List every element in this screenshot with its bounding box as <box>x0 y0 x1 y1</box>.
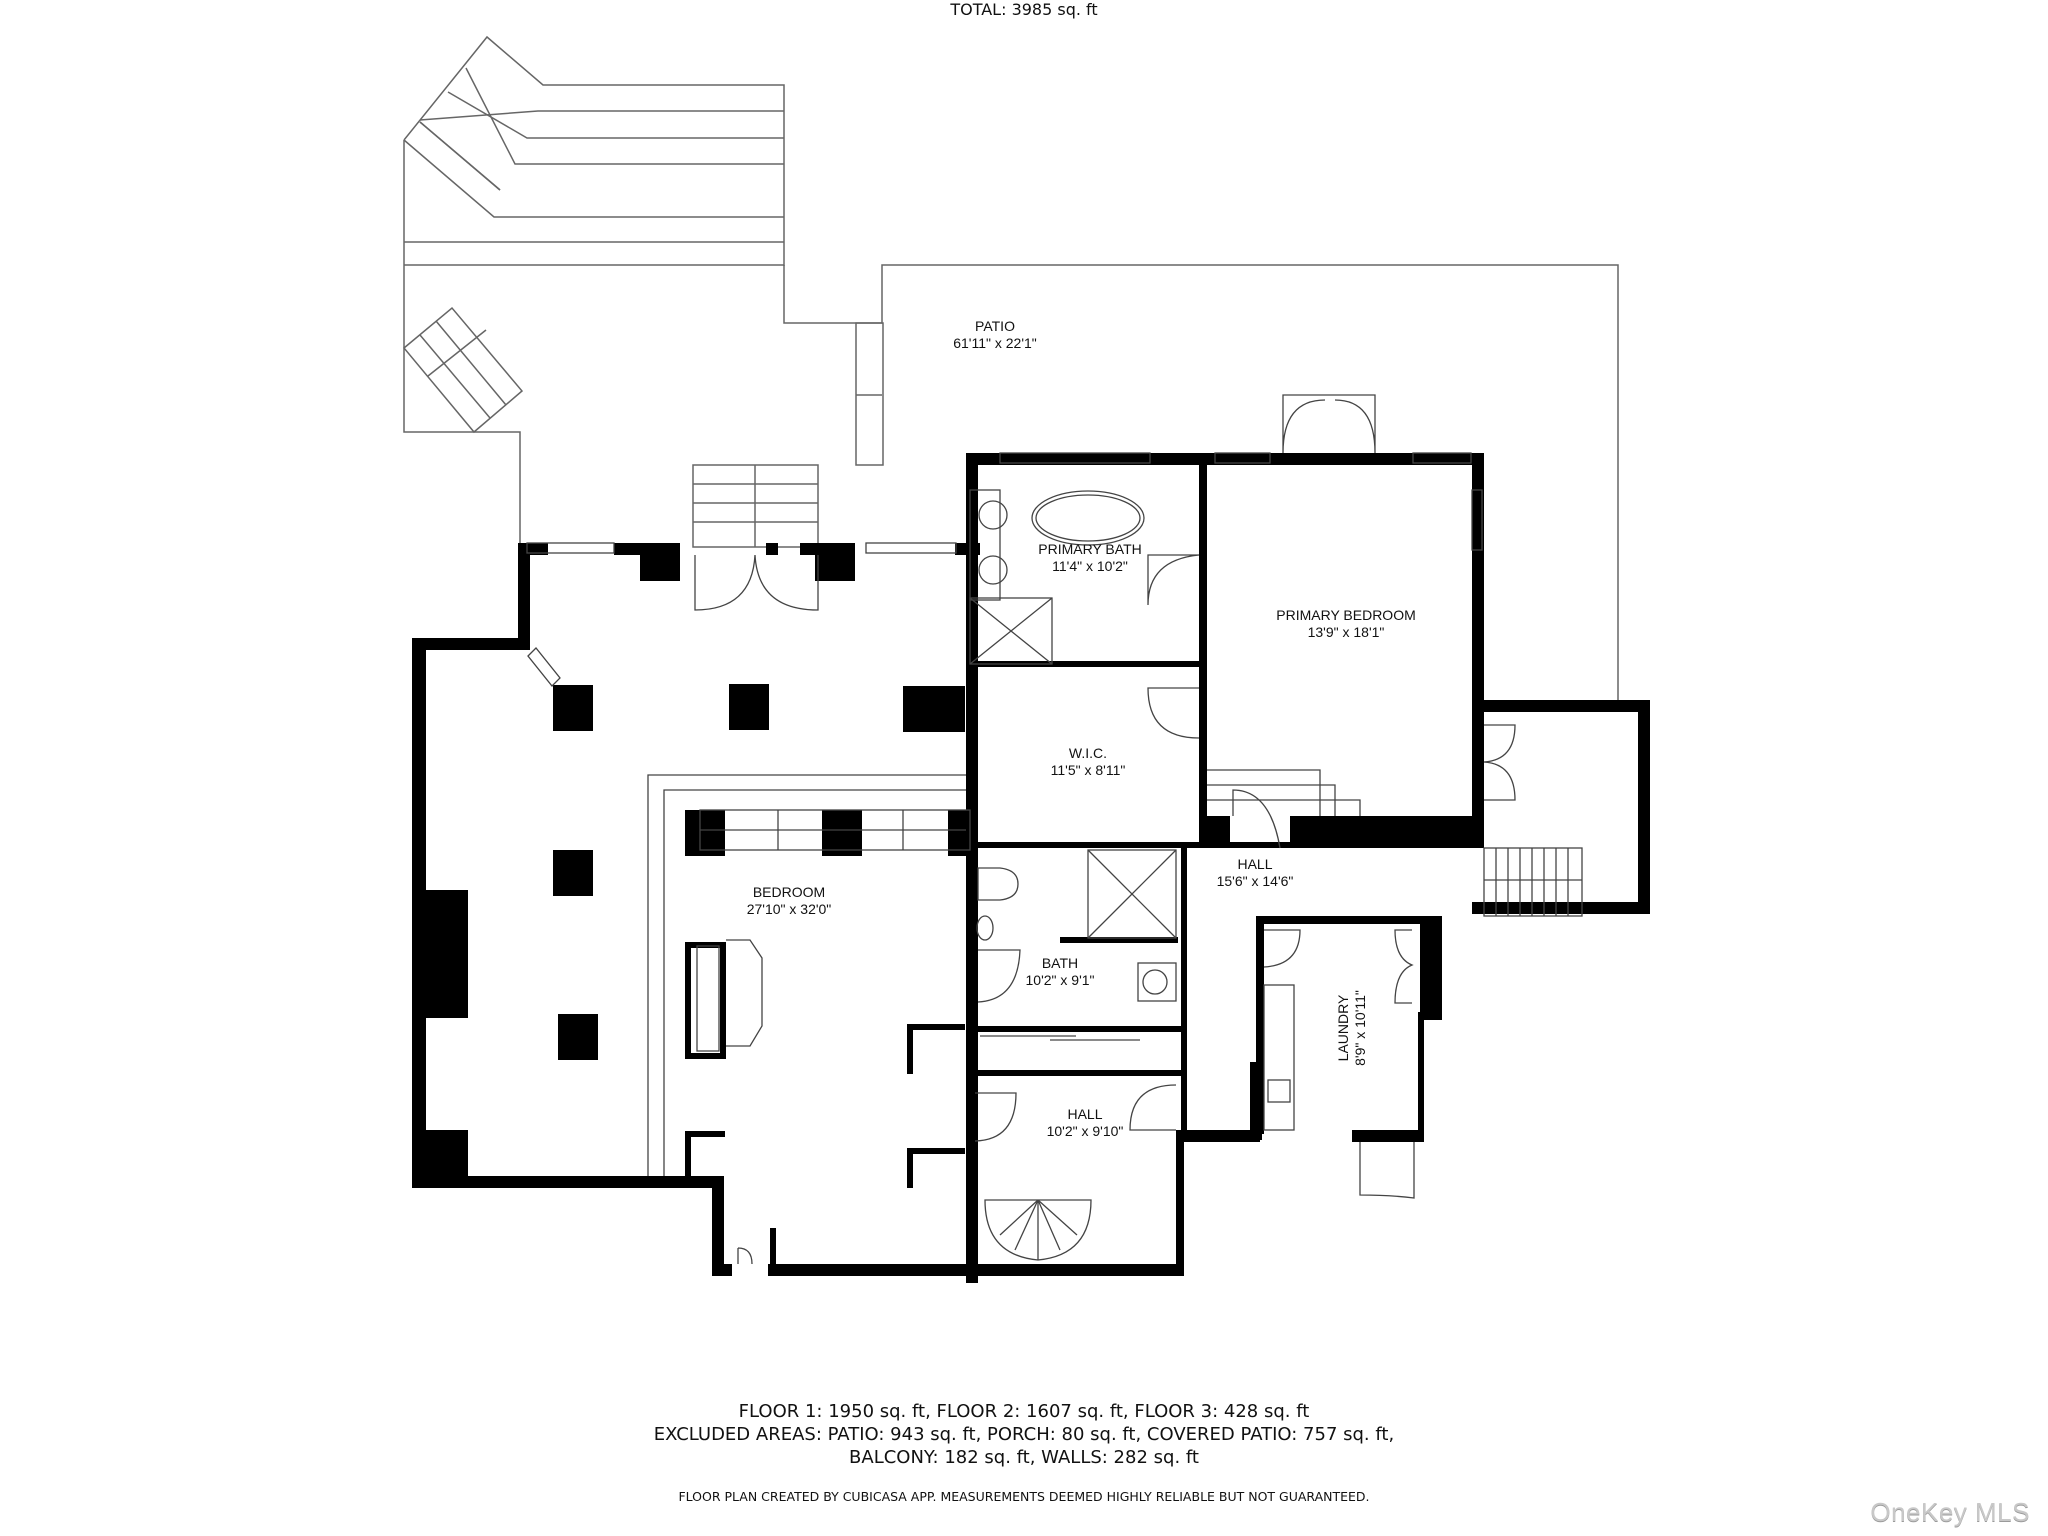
room-name: W.I.C. <box>1068 745 1108 761</box>
room-label-patio: PATIO 61'11" x 22'1" <box>953 318 1037 352</box>
room-label-primary-bedroom: PRIMARY BEDROOM 13'9" x 18'1" <box>1276 607 1416 641</box>
room-dimensions: 13'9" x 18'1" <box>1307 624 1385 640</box>
room-name: HALL <box>1237 856 1273 872</box>
room-dimensions: 15'6" x 14'6" <box>1216 873 1294 889</box>
patio-outline <box>402 35 1619 700</box>
room-label-laundry: LAUNDRY 8'9" x 10'11" <box>1335 990 1369 1066</box>
fixtures <box>526 394 1583 1265</box>
room-dimensions: 8'9" x 10'11" <box>1352 990 1368 1066</box>
floor-areas: FLOOR 1: 1950 sq. ft, FLOOR 2: 1607 sq. … <box>738 1401 1310 1422</box>
room-label-bedroom: BEDROOM 27'10" x 32'0" <box>747 884 832 918</box>
room-name: PATIO <box>975 318 1015 334</box>
room-dimensions: 10'2" x 9'1" <box>1025 972 1095 988</box>
room-name: PRIMARY BATH <box>1038 541 1142 557</box>
room-label-hall-lower: HALL 10'2" x 9'10" <box>1047 1106 1124 1140</box>
room-name: LAUNDRY <box>1335 994 1351 1062</box>
room-name: BATH <box>1041 955 1079 971</box>
room-name: PRIMARY BEDROOM <box>1276 607 1416 623</box>
disclaimer: FLOOR PLAN CREATED BY CUBICASA APP. MEAS… <box>678 1489 1370 1504</box>
excluded-areas-line-2: BALCONY: 182 sq. ft, WALLS: 282 sq. ft <box>849 1447 1199 1468</box>
room-dimensions: 61'11" x 22'1" <box>953 335 1037 351</box>
room-dimensions: 11'4" x 10'2" <box>1052 558 1128 574</box>
room-dimensions: 10'2" x 9'10" <box>1046 1123 1124 1139</box>
room-name: HALL <box>1067 1106 1103 1122</box>
excluded-areas-line-1: EXCLUDED AREAS: PATIO: 943 sq. ft, PORCH… <box>653 1424 1395 1445</box>
walls <box>412 453 1650 1283</box>
watermark-logo: OneKey MLS <box>1870 1497 2030 1527</box>
total-area: TOTAL: 3985 sq. ft <box>950 0 1098 19</box>
room-label-wic: W.I.C. 11'5" x 8'11" <box>1051 745 1126 779</box>
room-dimensions: 11'5" x 8'11" <box>1050 762 1126 778</box>
room-label-primary-bath: PRIMARY BATH 11'4" x 10'2" <box>1038 541 1141 575</box>
room-dimensions: 27'10" x 32'0" <box>746 901 832 917</box>
room-label-bath: BATH 10'2" x 9'1" <box>1026 955 1095 989</box>
room-name: BEDROOM <box>752 884 826 900</box>
room-label-hall-upper: HALL 15'6" x 14'6" <box>1217 856 1294 890</box>
